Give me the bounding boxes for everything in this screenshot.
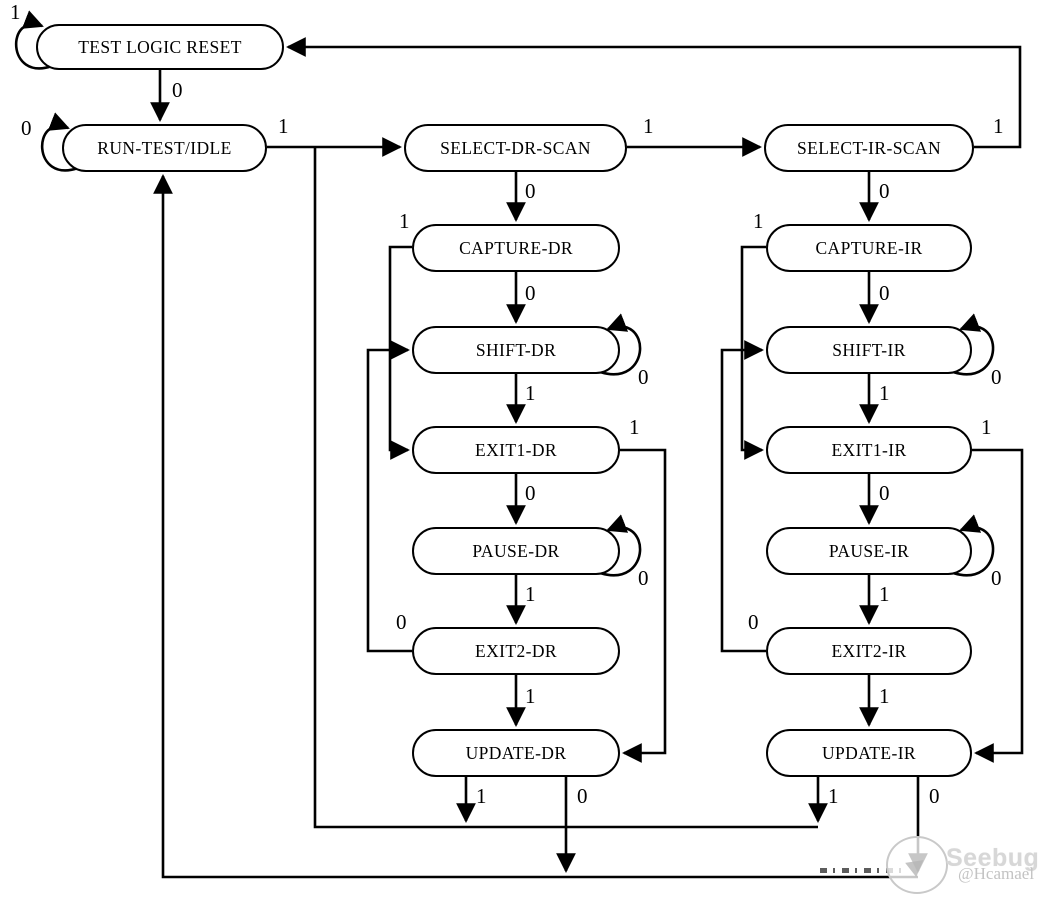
state-select-dr-scan: SELECT-DR-SCAN: [404, 124, 627, 172]
state-shift-ir: SHIFT-IR: [766, 326, 972, 374]
edge-pause-ir-self-loop: [952, 514, 995, 577]
tms-label-pir-to-e2ir: 1: [879, 582, 890, 606]
state-update-dr: UPDATE-DR: [412, 729, 620, 777]
state-label: SHIFT-DR: [475, 339, 557, 360]
watermark-brand: Seebug: [946, 844, 1038, 872]
tms-label-e2ir-to-uir: 1: [879, 684, 890, 708]
state-label: TEST LOGIC RESET: [78, 36, 242, 57]
tms-label-sdr-to-sir: 1: [643, 114, 654, 138]
tms-label-e2ir-to-shir: 0: [748, 610, 759, 634]
tms-label-udr-1: 1: [476, 784, 487, 808]
tms-label-shir-self: 0: [991, 365, 1002, 389]
state-label: PAUSE-DR: [472, 540, 560, 561]
tms-label-e1ir-to-uir: 1: [981, 415, 992, 439]
state-label: SELECT-IR-SCAN: [797, 137, 941, 158]
seebug-logo-icon: [886, 836, 948, 894]
tms-label-cir-to-e1ir: 1: [753, 209, 764, 233]
edge-select-ir-to-tlr: [286, 37, 1022, 149]
tms-label-rti-to-sdr: 1: [278, 114, 289, 138]
state-label: CAPTURE-DR: [459, 237, 573, 258]
tms-label-uir-1: 1: [828, 784, 839, 808]
state-label: UPDATE-IR: [821, 742, 916, 763]
state-label: EXIT2-IR: [831, 640, 907, 661]
tms-label-shir-to-e1ir: 1: [879, 381, 890, 405]
edge-shift-ir-self-loop: [952, 313, 995, 376]
edge-capture-dr-to-exit1-dr: [388, 245, 412, 460]
bus-run-test-idle-return: [153, 174, 918, 879]
edge-exit2-dr-to-shift-dr: [366, 340, 412, 653]
edge-pause-dr-self-loop: [599, 514, 642, 577]
state-label: RUN-TEST/IDLE: [97, 137, 232, 158]
state-label: EXIT1-DR: [475, 439, 557, 460]
edge-rti-self-loop: [40, 112, 79, 172]
state-run-test-idle: RUN-TEST/IDLE: [62, 124, 267, 172]
illegible-scribble: [820, 868, 908, 873]
state-capture-dr: CAPTURE-DR: [412, 224, 620, 272]
state-label: EXIT2-DR: [475, 640, 557, 661]
edge-capture-ir-to-exit1-ir: [740, 245, 766, 460]
state-capture-ir: CAPTURE-IR: [766, 224, 972, 272]
edge-exit1-ir-to-update-ir: [972, 448, 1024, 763]
tms-label-pir-self: 0: [991, 566, 1002, 590]
tms-label-shdr-self: 0: [638, 365, 649, 389]
tms-label-e2dr-to-udr: 1: [525, 684, 536, 708]
state-exit1-dr: EXIT1-DR: [412, 426, 620, 474]
state-label: CAPTURE-IR: [815, 237, 923, 258]
tms-label-uir-0: 0: [929, 784, 940, 808]
state-select-ir-scan: SELECT-IR-SCAN: [764, 124, 974, 172]
bus-select-scan-return: [313, 147, 818, 829]
tms-label-e1ir-to-pir: 0: [879, 481, 890, 505]
state-pause-ir: PAUSE-IR: [766, 527, 972, 575]
state-label: PAUSE-IR: [828, 540, 910, 561]
tms-label-rti-self: 0: [21, 116, 32, 140]
tms-label-sdr-to-cdr: 0: [525, 179, 536, 203]
tms-label-e1dr-to-pdr: 0: [525, 481, 536, 505]
tms-label-e1dr-to-udr: 1: [629, 415, 640, 439]
state-shift-dr: SHIFT-DR: [412, 326, 620, 374]
tms-label-tlr-self: 1: [10, 0, 21, 24]
edge-shift-dr-self-loop: [599, 313, 642, 376]
state-label: SELECT-DR-SCAN: [440, 137, 591, 158]
tms-label-cir-to-shir: 0: [879, 281, 890, 305]
tms-label-sir-to-tlr: 1: [993, 114, 1004, 138]
state-label: SHIFT-IR: [832, 339, 906, 360]
tms-label-pdr-self: 0: [638, 566, 649, 590]
tms-label-tlr-to-rti: 0: [172, 78, 183, 102]
state-label: UPDATE-DR: [465, 742, 567, 763]
tms-label-sir-to-cir: 0: [879, 179, 890, 203]
state-update-ir: UPDATE-IR: [766, 729, 972, 777]
state-label: EXIT1-IR: [831, 439, 907, 460]
watermark-handle: @Hcamael: [958, 864, 1035, 883]
state-test-logic-reset: TEST LOGIC RESET: [36, 24, 284, 70]
tms-label-udr-0: 0: [577, 784, 588, 808]
state-exit2-ir: EXIT2-IR: [766, 627, 972, 675]
tms-label-pdr-to-e2dr: 1: [525, 582, 536, 606]
state-pause-dr: PAUSE-DR: [412, 527, 620, 575]
state-exit1-ir: EXIT1-IR: [766, 426, 972, 474]
tms-label-cdr-to-shdr: 0: [525, 281, 536, 305]
edge-exit1-dr-to-update-dr: [620, 448, 667, 763]
edge-tlr-self-loop: [14, 10, 53, 70]
edge-exit2-ir-to-shift-ir: [720, 340, 766, 653]
tms-label-shdr-to-e1dr: 1: [525, 381, 536, 405]
tms-label-cdr-to-e1dr: 1: [399, 209, 410, 233]
paper-plane-icon: [905, 852, 929, 878]
state-exit2-dr: EXIT2-DR: [412, 627, 620, 675]
tms-label-e2dr-to-shdr: 0: [396, 610, 407, 634]
